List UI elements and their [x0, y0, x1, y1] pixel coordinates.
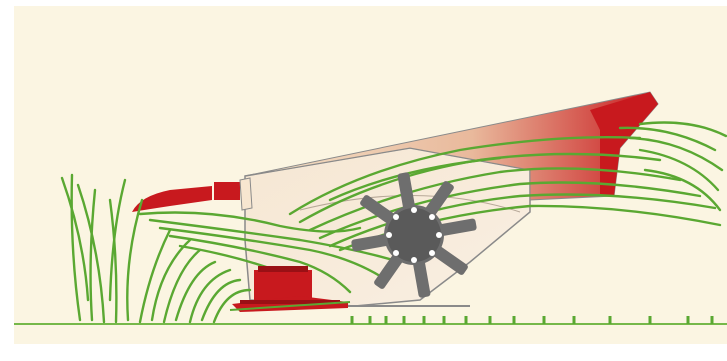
mower-conditioner-illustration: [0, 0, 727, 361]
illustration-frame: [0, 0, 727, 361]
